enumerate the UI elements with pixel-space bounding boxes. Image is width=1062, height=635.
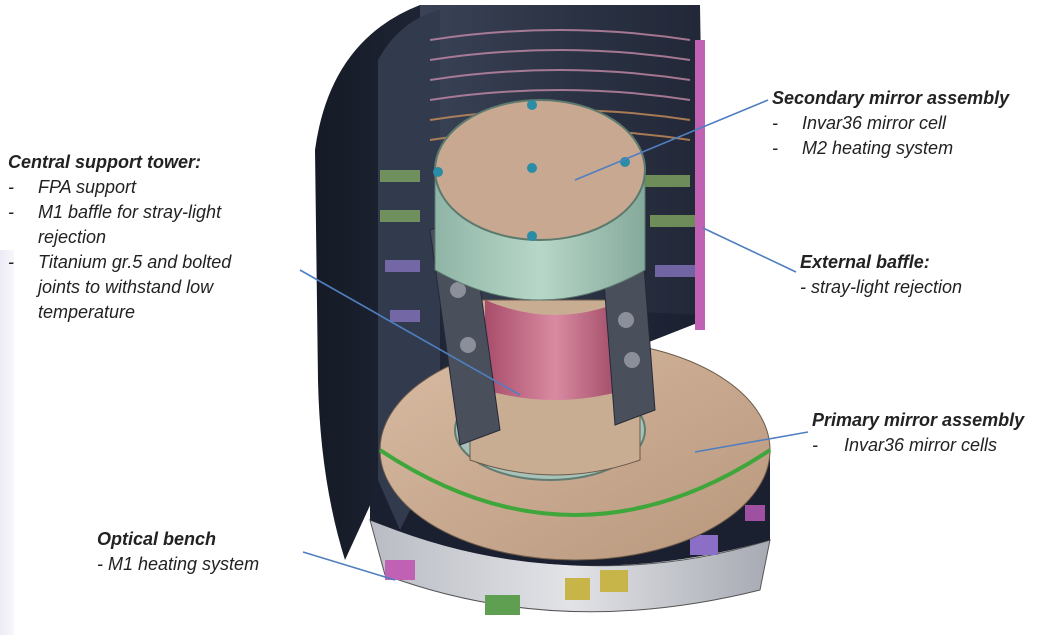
annotation-item: -M2 heating system [772, 138, 954, 158]
optical-bench-annotation: Optical bench - M1 heating system [97, 527, 327, 577]
annotation-item: rejection [38, 227, 107, 247]
secondary-mirror-assembly [433, 99, 646, 301]
annotation-item: - M1 heating system [97, 554, 260, 574]
annotation-item: joints to withstand low [38, 277, 214, 297]
annotation-title: Central support tower: [8, 152, 202, 172]
secondary-mirror-annotation: Secondary mirror assembly -Invar36 mirro… [772, 86, 1062, 161]
leader-external [702, 227, 797, 273]
annotation-list: -Invar36 mirror cells [812, 433, 1062, 458]
annotation-title: External baffle: [800, 252, 930, 272]
annotation-item: -Titanium gr.5 and bolted [8, 252, 232, 272]
annotation-list: -FPA support -M1 baffle for stray-light … [8, 175, 298, 325]
annotation-title: Optical bench [97, 529, 217, 549]
annotation-title: Primary mirror assembly [812, 410, 1025, 430]
side-tint [0, 250, 14, 635]
leader-lines [299, 99, 809, 581]
baffle-vanes [429, 29, 691, 101]
leader-secondary [574, 99, 769, 181]
bench-bracket [385, 560, 415, 580]
external-baffle-annotation: External baffle: - stray-light rejection [800, 250, 1060, 300]
annotation-item: temperature [38, 302, 136, 322]
leader-primary [694, 431, 809, 453]
annotation-list: -Invar36 mirror cell -M2 heating system [772, 111, 1062, 161]
bench-bracket [600, 570, 628, 592]
bench-bracket [745, 505, 765, 521]
annotation-item: -Invar36 mirror cell [772, 113, 947, 133]
annotation-item: -Invar36 mirror cells [812, 435, 998, 455]
bench-bracket [485, 595, 520, 615]
annotation-item: -FPA support [8, 177, 137, 197]
bench-bracket [565, 578, 590, 600]
central-support-tower-annotation: Central support tower: -FPA support -M1 … [8, 150, 298, 325]
annotation-title: Secondary mirror assembly [772, 88, 1010, 108]
annotation-item: -M1 baffle for stray-light [8, 202, 222, 222]
leader-bench [302, 551, 396, 581]
bench-bracket [690, 535, 718, 555]
annotation-item: - stray-light rejection [800, 277, 963, 297]
leader-tower [299, 269, 521, 396]
primary-mirror-annotation: Primary mirror assembly -Invar36 mirror … [812, 408, 1062, 458]
